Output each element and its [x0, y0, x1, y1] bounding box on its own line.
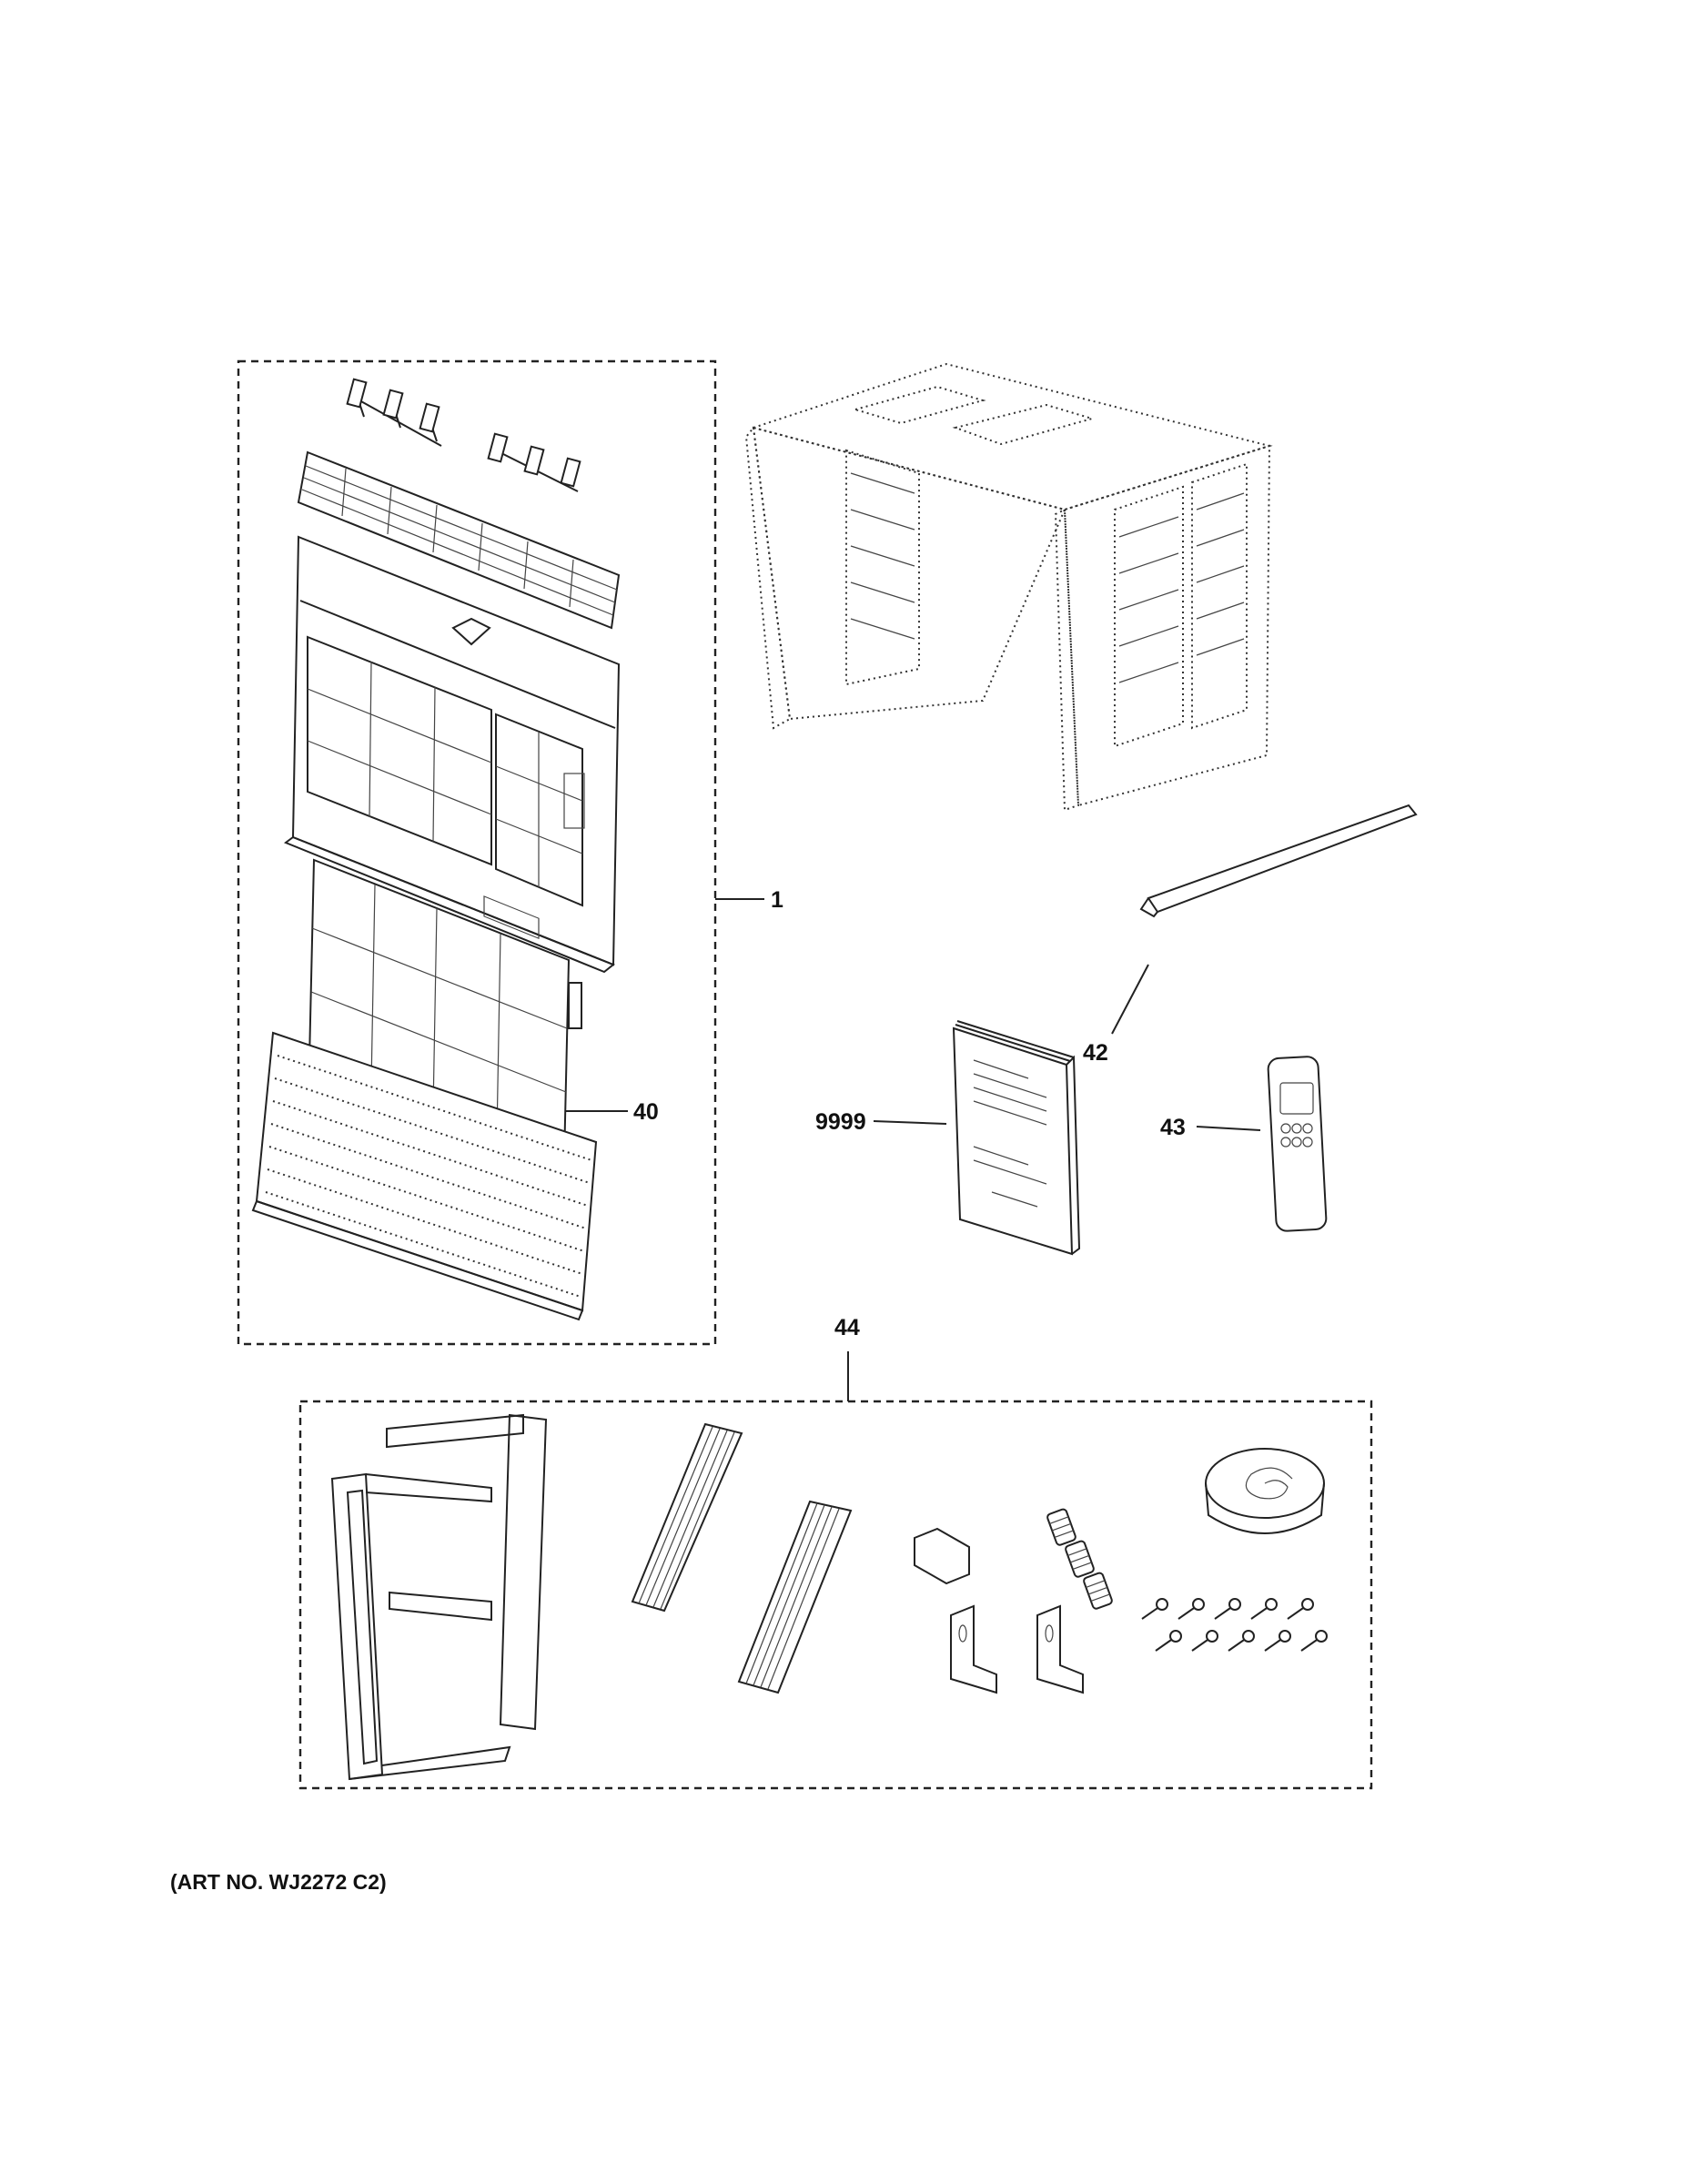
screws — [1141, 1598, 1328, 1652]
louver-grille — [297, 450, 621, 630]
bolts — [1046, 1508, 1113, 1610]
callout-1: 1 — [771, 887, 783, 913]
louver-clips-left — [346, 378, 442, 447]
cabinet — [744, 362, 1273, 812]
accordion-panel-left — [631, 1422, 743, 1613]
foam-seal-roll — [1205, 1448, 1325, 1534]
bracket-left — [950, 1604, 997, 1694]
callout-42: 42 — [1083, 1040, 1108, 1066]
bracket-small — [914, 1527, 970, 1585]
callout-44: 44 — [834, 1315, 860, 1340]
art-number: (ART NO. WJ2272 C2) — [170, 1870, 387, 1894]
front-panel — [283, 535, 621, 974]
owners-manual — [952, 1020, 1081, 1256]
accordion-panel-right — [737, 1500, 853, 1694]
louver-clips-right — [487, 432, 581, 492]
bracket-right — [1036, 1604, 1084, 1694]
remote-control — [1267, 1056, 1328, 1232]
callout-9999: 9999 — [815, 1109, 866, 1135]
rail-strip — [1139, 804, 1418, 918]
leader-line-9999 — [873, 1120, 947, 1125]
leader-line-43 — [1196, 1126, 1261, 1131]
intake-grille — [251, 1031, 598, 1321]
group-box-installation-kit — [298, 1400, 1373, 1790]
leader-line-42 — [1111, 964, 1149, 1035]
callout-40: 40 — [633, 1099, 659, 1125]
group-box-front-assembly — [237, 359, 717, 1346]
side-panel-frame — [330, 1413, 548, 1781]
callout-43: 43 — [1160, 1115, 1186, 1140]
